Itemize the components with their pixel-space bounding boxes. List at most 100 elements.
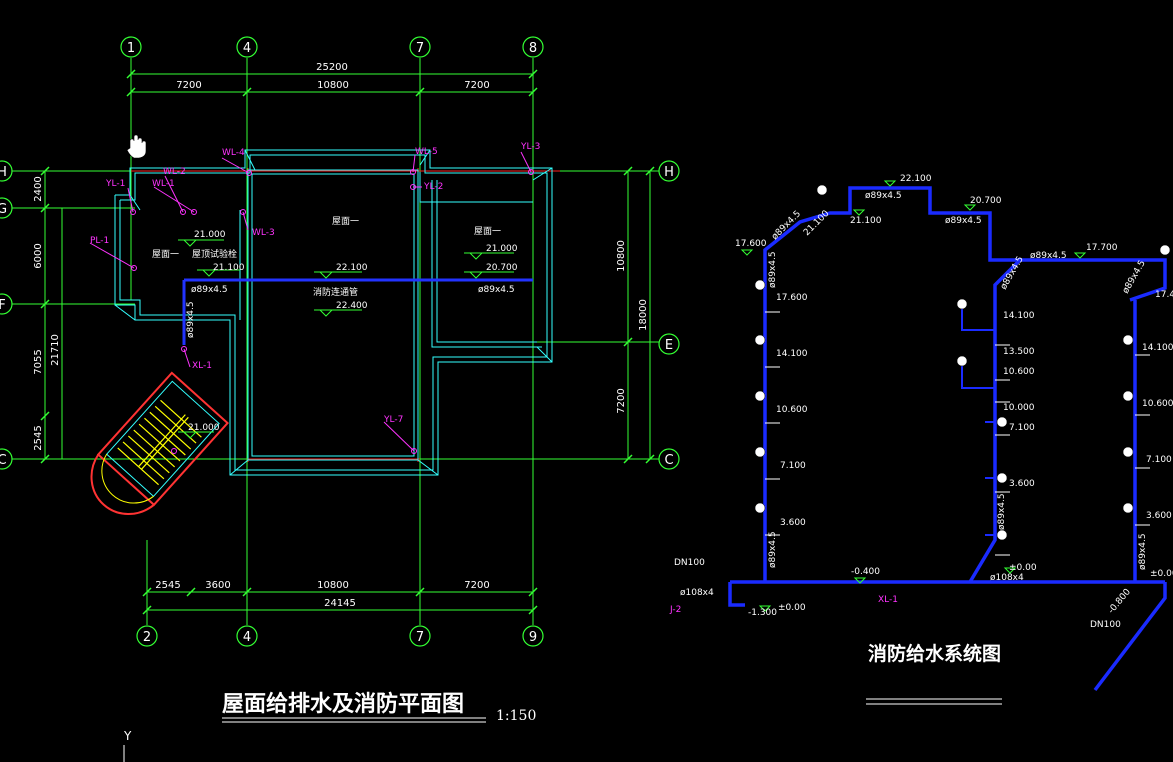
- sys-dia-2: ø89x4.5: [945, 216, 982, 226]
- dim-left-2: 6000: [33, 243, 44, 268]
- tag-wl3: WL-3: [252, 228, 275, 238]
- dia-plan-c: ø89x4.5: [186, 301, 196, 338]
- ucs-y-label: Y: [123, 729, 132, 743]
- system-pipes: [728, 186, 1167, 692]
- sys-dn100-b: DN100: [1090, 620, 1121, 630]
- sys-14100b: 14.100: [1003, 311, 1035, 321]
- sys-7100c: 7.100: [1146, 455, 1172, 465]
- axis-top-2: 4: [243, 41, 251, 56]
- sys-3600c: 3.600: [1146, 511, 1172, 521]
- sys-d108-b: ø108x4: [680, 588, 714, 598]
- tag-yl7: YL-7: [383, 415, 403, 425]
- sys-000c: ±0.00: [778, 603, 806, 613]
- sys-tag-j2: J-2: [669, 605, 681, 615]
- dim-left-4: 21710: [50, 334, 61, 366]
- staircase: [90, 371, 229, 515]
- grid-lines: [10, 58, 662, 625]
- dia-plan-b: ø89x4.5: [478, 285, 515, 295]
- axis-bottom-2: 4: [243, 630, 251, 645]
- hand-cursor-icon: [126, 134, 147, 159]
- dimension-texts: 25200 7200 10800 7200 2545 3600 10800 72…: [33, 62, 649, 609]
- dimension-ticks: [40, 69, 655, 615]
- tag-yl3: YL-3: [520, 142, 540, 152]
- sys-17700a: 17.700: [1086, 243, 1118, 253]
- sys-10000: 10.000: [1003, 403, 1035, 413]
- label-connect-pipe: 消防连通管: [313, 286, 358, 298]
- sys-d108-a: ø108x4: [990, 573, 1024, 583]
- sys-17600a: 17.600: [735, 239, 767, 249]
- axis-bottom-3: 7: [416, 630, 424, 645]
- axis-right-2: E: [665, 338, 673, 353]
- axis-bottom-1: 2: [143, 630, 151, 645]
- label-roof-3: 屋面一: [474, 226, 501, 237]
- elevation-marks-system: [740, 180, 1087, 612]
- sys-3600b: 3.600: [1009, 479, 1035, 489]
- sys-7100a: 7.100: [780, 461, 806, 471]
- plan-annotations: 屋面一 屋面一 屋面一 屋顶试验栓 消防连通管 21.000 21.100 22…: [152, 216, 518, 433]
- axis-left-3: F: [0, 298, 6, 313]
- label-roof-2: 屋面一: [152, 249, 179, 260]
- sys-7100b: 7.100: [1009, 423, 1035, 433]
- building-outline: [114, 149, 553, 476]
- dim-bottom-4: 7200: [464, 580, 489, 591]
- fire-pipe-plan: [182, 278, 533, 345]
- elev-plan-22100: 22.100: [336, 263, 368, 273]
- sys-10600a: 10.600: [776, 405, 808, 415]
- dim-bottom-total: 24145: [324, 598, 356, 609]
- axis-bubbles: [0, 36, 680, 647]
- pipe-ticks: [222, 311, 1150, 723]
- sys-3600a: 3.600: [780, 518, 806, 528]
- sys-22100: 22.100: [900, 174, 932, 184]
- sys-dia-3: ø89x4.5: [1030, 251, 1067, 261]
- elev-plan-21100: 21.100: [213, 263, 245, 273]
- elev-plan-20700: 20.700: [486, 263, 518, 273]
- sys-17700b: 17.40: [1155, 290, 1173, 300]
- elev-plan-21000b: 21.000: [486, 244, 518, 254]
- sys-dia-5: ø89x4.5: [768, 251, 778, 288]
- elev-plan-21000a: 21.000: [194, 230, 226, 240]
- axis-top-3: 7: [416, 41, 424, 56]
- tag-wl1: WL-1: [152, 179, 175, 189]
- dim-top-total: 25200: [316, 62, 348, 73]
- sys-14100c: 14.100: [1142, 343, 1173, 353]
- tag-wl2: WL-2: [163, 167, 186, 177]
- dim-bottom-1: 2545: [155, 580, 180, 591]
- leader-lines: [89, 151, 532, 452]
- sys-dia-1: ø89x4.5: [865, 191, 902, 201]
- dim-left-5: 2545: [33, 425, 44, 450]
- sys-m0400: -0.400: [851, 567, 880, 577]
- system-annotations: 22.100 21.100 21.100 20.700 17.600 17.60…: [674, 174, 1173, 630]
- sys-000a: ±0.00: [1009, 563, 1037, 573]
- sys-dia-9: ø89x4.5: [1121, 259, 1148, 296]
- sys-10600c: 10.600: [1142, 399, 1173, 409]
- tag-yl1a: YL-1: [105, 179, 125, 189]
- sys-tag-xl1: XL-1: [878, 595, 898, 605]
- axis-right-1: H: [664, 165, 674, 180]
- axis-labels: 1 4 7 8 2 4 7 9 H E C H G F C: [0, 41, 674, 645]
- dim-right-3: 7200: [616, 388, 627, 413]
- dia-plan-a: ø89x4.5: [191, 285, 228, 295]
- dim-top-2: 10800: [317, 80, 349, 91]
- tag-xl1: XL-1: [192, 361, 212, 371]
- dim-left-3: 7055: [33, 349, 44, 374]
- sys-14100a: 14.100: [776, 349, 808, 359]
- dim-right-2: 18000: [638, 299, 649, 331]
- axis-top-4: 8: [529, 41, 537, 56]
- plan-title: 屋面给排水及消防平面图: [222, 691, 464, 717]
- dim-bottom-3: 10800: [317, 580, 349, 591]
- label-test-valve: 屋顶试验栓: [192, 248, 237, 260]
- system-title: 消防给水系统图: [868, 642, 1001, 665]
- axis-left-2: G: [0, 202, 7, 217]
- elev-plan-22400: 22.400: [336, 301, 368, 311]
- hydrant-symbols: [754, 184, 1171, 541]
- axis-left-4: C: [0, 453, 7, 468]
- axis-right-3: C: [664, 453, 673, 468]
- dim-right-1: 10800: [616, 240, 627, 272]
- sys-dn100-a: DN100: [674, 558, 705, 568]
- dim-left-1: 2400: [33, 176, 44, 201]
- axis-top-1: 1: [127, 41, 135, 56]
- tag-wl4: WL-4: [222, 148, 245, 158]
- label-roof-1: 屋面一: [332, 216, 359, 227]
- sys-13500: 13.500: [1003, 347, 1035, 357]
